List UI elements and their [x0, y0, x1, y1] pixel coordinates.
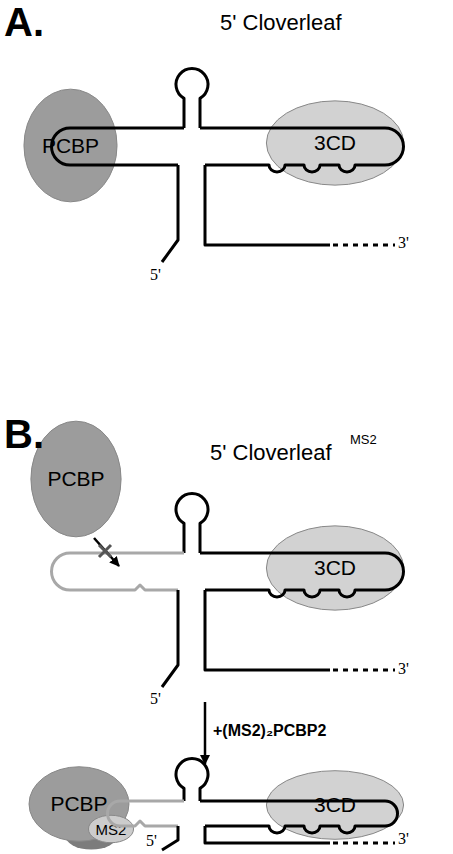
- protein-name: 3CD: [314, 556, 356, 580]
- stem-loop: [176, 494, 208, 553]
- rna-strand: [162, 165, 178, 262]
- text-label: 3': [398, 234, 409, 252]
- text-label: 5': [150, 266, 161, 284]
- stem-loop: [52, 553, 185, 590]
- rna-strand: [162, 590, 178, 687]
- dotted-strand: [333, 669, 395, 672]
- protein-name: PCBP: [42, 134, 99, 158]
- protein-oval: MS2: [88, 815, 134, 843]
- protein-name: 3CD: [314, 793, 356, 817]
- text-label: B.: [4, 412, 44, 457]
- stem-loop: [107, 801, 184, 826]
- step-arrow: [204, 702, 207, 764]
- text-label: MS2: [350, 432, 377, 447]
- protein-oval: PCBP: [23, 88, 118, 203]
- stem-loop: [200, 128, 404, 172]
- rna-strand: [205, 826, 330, 843]
- protein-name: MS2: [96, 821, 127, 838]
- oval-outline: [24, 89, 117, 202]
- oval-outline: [266, 771, 403, 840]
- stem-loop: [200, 801, 398, 833]
- protein-name: PCBP: [47, 467, 104, 491]
- stem-loop: [176, 759, 208, 801]
- text-label: 5' Cloverleaf: [220, 10, 342, 36]
- rna-strand: [205, 165, 330, 245]
- text-label: 5': [146, 832, 157, 850]
- oval-outline: [266, 101, 403, 185]
- rna-strand: [205, 590, 330, 670]
- oval-outline: [88, 815, 133, 842]
- stem-loop: [200, 553, 404, 597]
- text-label: +(MS2)₂PCBP2: [213, 722, 326, 740]
- blocked-arrow: [94, 538, 119, 566]
- protein-name: PCBP: [50, 792, 107, 816]
- protein-oval: 3CD: [265, 770, 405, 840]
- protein-oval: 3CD: [265, 525, 405, 611]
- text-label: 5' Cloverleaf: [210, 440, 332, 466]
- oval-outline: [31, 421, 121, 537]
- text-label: A.: [4, 0, 44, 45]
- rna-strand: [162, 826, 178, 850]
- cross-mark: [99, 545, 111, 557]
- text-label: 3': [398, 660, 409, 678]
- dotted-strand: [333, 244, 395, 247]
- protein-name: 3CD: [314, 131, 356, 155]
- stem-loop: [176, 69, 208, 128]
- stem-loop: [52, 128, 185, 165]
- text-label: 5': [150, 690, 161, 708]
- cloverleaf-group: [52, 69, 404, 850]
- oval-outline: [266, 526, 403, 610]
- dotted-strand: [333, 842, 395, 845]
- oval-outline: [29, 767, 129, 841]
- protein-oval: 3CD: [265, 100, 405, 186]
- text-label: 3': [398, 830, 409, 848]
